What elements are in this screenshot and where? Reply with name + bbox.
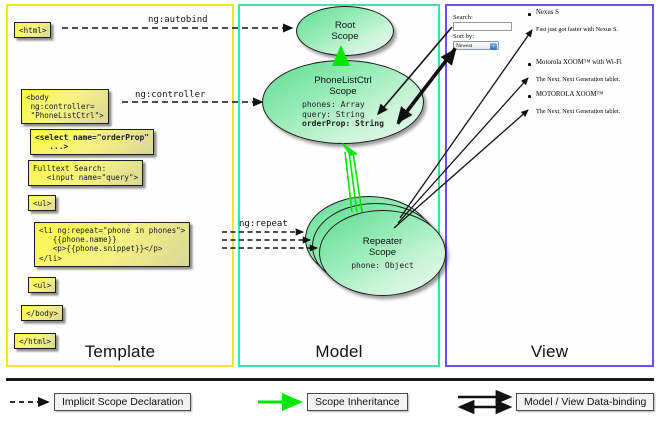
edge-label-controller: ng:controller <box>135 90 206 100</box>
phonelistctrl-scope-props: phones: Array query: String orderProp: S… <box>302 100 384 129</box>
code-box-li-repeat: <li ng:repeat="phone in phones"> {{phone… <box>34 222 191 267</box>
column-title-model: Model <box>315 342 363 361</box>
view-sort-select[interactable]: Newest ↕ <box>453 41 499 50</box>
code-box-ul-open: <ul> <box>28 195 57 212</box>
view-phone-name-2: MOTOROLA XOOM™ <box>536 91 604 98</box>
view-phone-name-1: Motorola XOOM™ with Wi-Fi <box>536 59 622 66</box>
legend-label-model-view-data-binding: Model / View Data-binding <box>516 393 655 411</box>
view-phone-snippet-1: The Next, Next Generation tablet. <box>536 76 621 83</box>
code-box-select: <select name="orderProp" ...> <box>30 129 155 155</box>
legend-divider <box>6 378 654 381</box>
edge-label-repeat: ng:repeat <box>239 219 288 229</box>
legend-label-implicit-scope-declaration: Implicit Scope Declaration <box>54 393 192 411</box>
view-bullet-1 <box>528 63 531 66</box>
view-phone-snippet-2: The Next, Next Generation tablet. <box>536 108 621 115</box>
code-box-body-open: <body ng:controller= "PhoneListCtrl"> <box>21 89 109 125</box>
column-title-template: Template <box>84 342 156 361</box>
code-box-fulltext: Fulltext Search: <input name="query"> <box>28 160 144 186</box>
edge-label-autobind: ng:autobind <box>148 15 208 25</box>
view-bullet-0 <box>528 13 531 16</box>
view-sort-selected: Newest <box>456 43 473 49</box>
legend-label-scope-inheritance: Scope Inheritance <box>307 393 408 411</box>
code-box-ul-close: <ul> <box>28 277 57 294</box>
view-sort-label: Sort by: <box>453 33 475 40</box>
column-model: Model <box>238 4 440 367</box>
code-box-html-close: </html> <box>14 333 57 350</box>
view-phone-snippet-0: Fast just got faster with Nexus S. <box>536 26 618 33</box>
chevron-updown-icon[interactable]: ↕ <box>490 43 497 50</box>
view-search-label: Search: <box>453 14 473 21</box>
view-bullet-2 <box>528 95 531 98</box>
code-box-html-open: <html> <box>14 22 52 39</box>
code-box-body-close: </body> <box>21 305 64 322</box>
column-title-view: View <box>530 342 569 361</box>
view-phone-name-0: Nexus S <box>536 9 559 16</box>
repeater-scope-props: phone: Object <box>351 260 414 270</box>
view-search-input[interactable] <box>453 22 512 31</box>
